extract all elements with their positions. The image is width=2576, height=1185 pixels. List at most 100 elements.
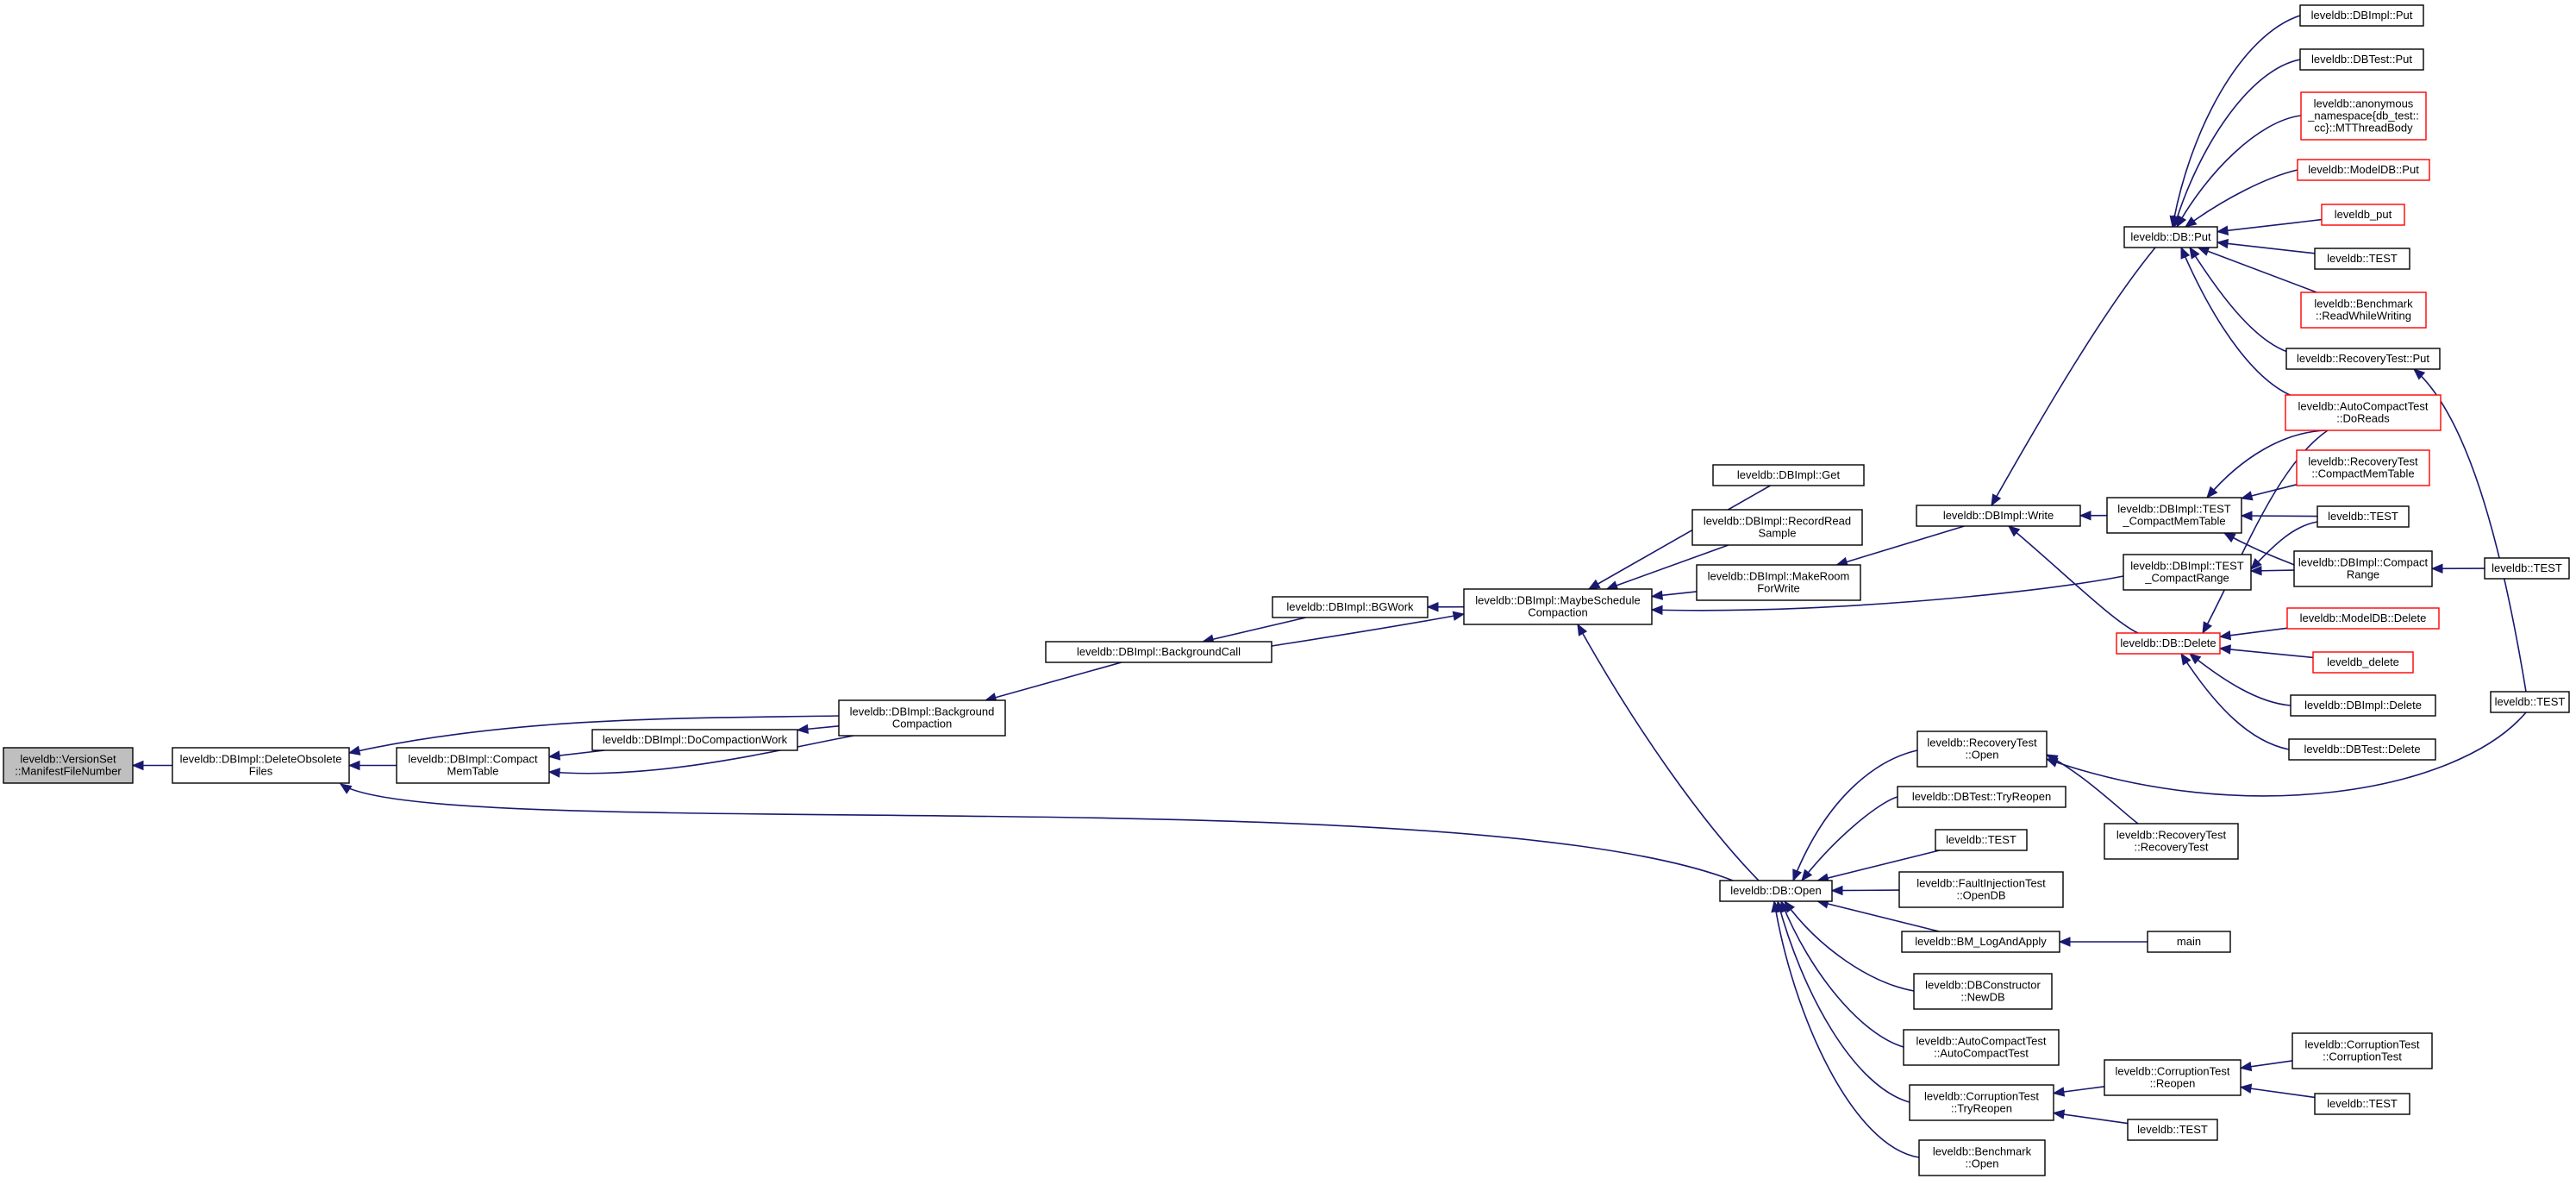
node-autocompacttest_ctor[interactable]: leveldb::AutoCompactTest::AutoCompactTes…	[1903, 1029, 2060, 1066]
call-edge-dbimpl_deleteobsolete-from-db_open	[340, 783, 1734, 881]
node-label: leveldb::AutoCompactTest	[2298, 400, 2428, 413]
node-test_c[interactable]: leveldb::TEST	[2484, 557, 2570, 580]
node-dbimpl_put[interactable]: leveldb::DBImpl::Put	[2299, 4, 2424, 27]
node-mtthreadbody[interactable]: leveldb::anonymous_namespace{db_test::cc…	[2300, 91, 2427, 141]
node-dbimpl_compactrange[interactable]: leveldb::DBImpl::CompactRange	[2293, 550, 2433, 587]
call-edge-dbimpl_maybeschedule-from-dbimpl_get	[1588, 485, 1771, 590]
node-modeldb_delete[interactable]: leveldb::ModelDB::Delete	[2286, 607, 2440, 630]
node-recoverytest_ctor[interactable]: leveldb::RecoveryTest::RecoveryTest	[2104, 823, 2239, 860]
arrowhead-icon	[2045, 757, 2059, 768]
node-corruptiontest_ctor[interactable]: leveldb::CorruptionTest::CorruptionTest	[2292, 1032, 2433, 1069]
node-box	[2286, 607, 2440, 630]
node-box	[2490, 691, 2570, 713]
node-dbimpl_get[interactable]: leveldb::DBImpl::Get	[1712, 464, 1865, 486]
call-edge-dbimpl_backgroundcall-from-dbimpl_bgwork	[1203, 617, 1306, 643]
node-dbimpl_compactmemtable[interactable]: leveldb::DBImpl::CompactMemTable	[396, 747, 550, 784]
call-edge-recoverytest_open-from-test_d	[2046, 712, 2527, 797]
node-corruptiontest_reopen[interactable]: leveldb::CorruptionTest::Reopen	[2104, 1059, 2241, 1096]
node-dbimpl_test_compactmemtable[interactable]: leveldb::DBImpl::TEST_CompactMemTable	[2106, 497, 2242, 534]
node-dbimpl_delete[interactable]: leveldb::DBImpl::Delete	[2290, 694, 2436, 717]
node-label: leveldb::CorruptionTest	[1924, 1090, 2039, 1103]
node-label: leveldb::TEST	[2327, 1097, 2398, 1110]
node-benchmark_readwhilewriting[interactable]: leveldb::Benchmark::ReadWhileWriting	[2300, 292, 2427, 329]
node-dbtest_tryreopen[interactable]: leveldb::DBTest::TryReopen	[1897, 786, 2066, 808]
node-label: leveldb::TEST	[2495, 695, 2566, 708]
node-db_delete[interactable]: leveldb::DB::Delete	[2116, 632, 2221, 655]
node-dbimpl_bgwork[interactable]: leveldb::DBImpl::BGWork	[1272, 596, 1429, 618]
node-test_g[interactable]: leveldb::TEST	[2314, 1093, 2410, 1115]
node-corruptiontest_tryreopen[interactable]: leveldb::CorruptionTest::TryReopen	[1909, 1084, 2054, 1121]
arrowhead-icon	[2250, 558, 2262, 570]
node-test_a[interactable]: leveldb::TEST	[2314, 248, 2410, 270]
node-test_e[interactable]: leveldb::TEST	[1935, 829, 2028, 851]
node-box	[2285, 394, 2442, 431]
node-db_put[interactable]: leveldb::DB::Put	[2123, 226, 2218, 248]
node-recoverytest_put[interactable]: leveldb::RecoveryTest::Put	[2285, 348, 2441, 370]
call-edge-db_put-from-dbimpl_put	[2172, 15, 2301, 228]
node-box	[2290, 694, 2436, 717]
node-box	[172, 747, 350, 784]
node-label: leveldb::DBImpl::Compact	[2298, 556, 2429, 569]
call-edge-db_open-from-dbtest_tryreopen	[1801, 796, 1898, 881]
call-edge-corruptiontest_reopen-from-test_g	[2240, 1086, 2316, 1099]
node-dbtest_delete[interactable]: leveldb::DBTest::Delete	[2288, 738, 2436, 761]
node-label: leveldb::RecoveryTest	[1927, 737, 2037, 749]
call-edge-dbimpl_compactmemtable-from-dbimpl_bgcompaction	[548, 735, 854, 774]
node-label: leveldb::Benchmark	[2314, 298, 2413, 310]
node-box	[2312, 651, 2414, 674]
node-benchmark_open[interactable]: leveldb::Benchmark::Open	[1918, 1139, 2046, 1176]
node-box	[2317, 505, 2410, 528]
arrowhead-icon	[347, 760, 360, 771]
edge-layer	[131, 15, 2527, 1158]
node-box	[1903, 1029, 2060, 1066]
node-box	[3, 747, 134, 784]
node-dbimpl_test_compactrange[interactable]: leveldb::DBImpl::TEST_CompactRange	[2123, 554, 2252, 591]
node-test_b[interactable]: leveldb::TEST	[2317, 505, 2410, 528]
node-leveldb_delete[interactable]: leveldb_delete	[2312, 651, 2414, 674]
arrowhead-icon	[2239, 1061, 2253, 1072]
arrowhead-icon	[2188, 653, 2202, 665]
node-box	[1916, 505, 2081, 527]
node-box	[1909, 1084, 2054, 1121]
node-leveldb_put[interactable]: leveldb_put	[2321, 204, 2405, 226]
node-dbtest_put[interactable]: leveldb::DBTest::Put	[2299, 48, 2424, 71]
node-label: leveldb::DBImpl::Background	[850, 705, 995, 718]
node-label: leveldb::DBImpl::DoCompactionWork	[603, 733, 788, 746]
node-label: leveldb_delete	[2327, 655, 2399, 668]
node-dbimpl_write[interactable]: leveldb::DBImpl::Write	[1916, 505, 2081, 527]
node-test_f[interactable]: leveldb::TEST	[2127, 1119, 2218, 1141]
node-bm_logandapply[interactable]: leveldb::BM_LogAndApply	[1901, 931, 2060, 953]
node-label: leveldb::AutoCompactTest	[1916, 1035, 2046, 1048]
node-box	[2296, 449, 2430, 486]
node-dbconstructor_newdb[interactable]: leveldb::DBConstructor::NewDB	[1913, 973, 2053, 1010]
node-label: leveldb::DBImpl::Write	[1943, 509, 2054, 522]
node-recoverytest_open[interactable]: leveldb::RecoveryTest::Open	[1916, 730, 2048, 768]
node-box	[2292, 1032, 2433, 1069]
node-modeldb_put[interactable]: leveldb::ModelDB::Put	[2297, 159, 2430, 181]
node-db_open[interactable]: leveldb::DB::Open	[1719, 880, 1833, 902]
call-edge-dbimpl_maybeschedule-from-dbimpl_backgroundcall	[1271, 613, 1465, 647]
node-box	[2300, 292, 2427, 329]
node-label: leveldb::DBImpl::MakeRoom	[1708, 570, 1850, 583]
node-faultinjection_opendb[interactable]: leveldb::FaultInjectionTest::OpenDB	[1898, 871, 2064, 908]
node-dbimpl_docompactionwork[interactable]: leveldb::DBImpl::DoCompactionWork	[591, 729, 798, 751]
node-label: ::Reopen	[2150, 1077, 2196, 1090]
node-label: ::Open	[1965, 1157, 1998, 1170]
node-box	[1918, 1139, 2046, 1176]
node-test_d[interactable]: leveldb::TEST	[2490, 691, 2570, 713]
arrowhead-icon	[1452, 611, 1466, 621]
node-dbimpl_backgroundcall[interactable]: leveldb::DBImpl::BackgroundCall	[1045, 641, 1272, 663]
node-vs_manifest[interactable]: leveldb::VersionSet::ManifestFileNumber	[3, 747, 134, 784]
node-box	[1696, 564, 1861, 601]
node-label: main	[2177, 935, 2201, 948]
node-main[interactable]: main	[2147, 931, 2231, 953]
node-box	[2299, 48, 2424, 71]
node-autocompacttest_doreads[interactable]: leveldb::AutoCompactTest::DoReads	[2285, 394, 2442, 431]
node-box	[2127, 1119, 2218, 1141]
node-recoverytest_compactmemtable[interactable]: leveldb::RecoveryTest::CompactMemTable	[2296, 449, 2430, 486]
